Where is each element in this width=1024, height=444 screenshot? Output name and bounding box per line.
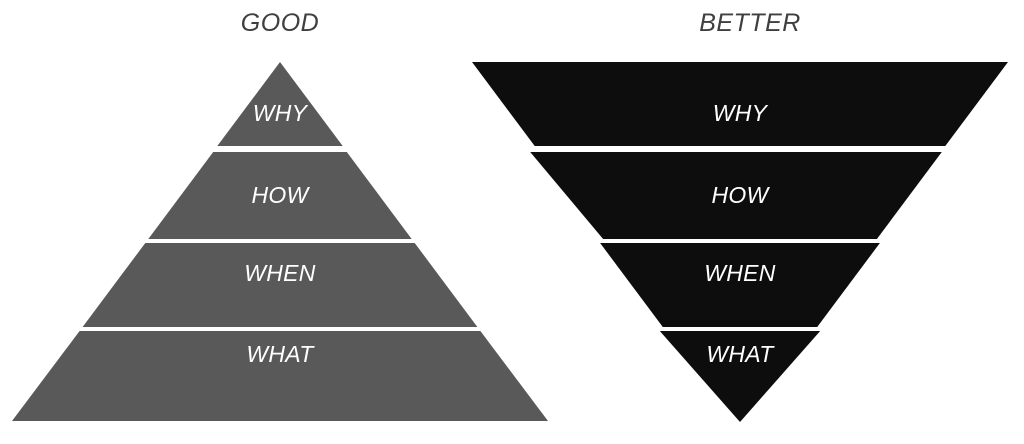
panel-title-better: BETTER <box>699 9 801 37</box>
better-label-how: HOW <box>711 182 769 208</box>
better-label-why: WHY <box>712 100 768 126</box>
good-label-how: HOW <box>251 182 309 208</box>
panel-title-good: GOOD <box>240 9 320 37</box>
better-label-what: WHAT <box>706 341 774 367</box>
good-label-why: WHY <box>252 100 308 126</box>
good-label-when: WHEN <box>244 260 316 286</box>
better-label-when: WHEN <box>704 260 776 286</box>
good-label-what: WHAT <box>246 341 314 367</box>
